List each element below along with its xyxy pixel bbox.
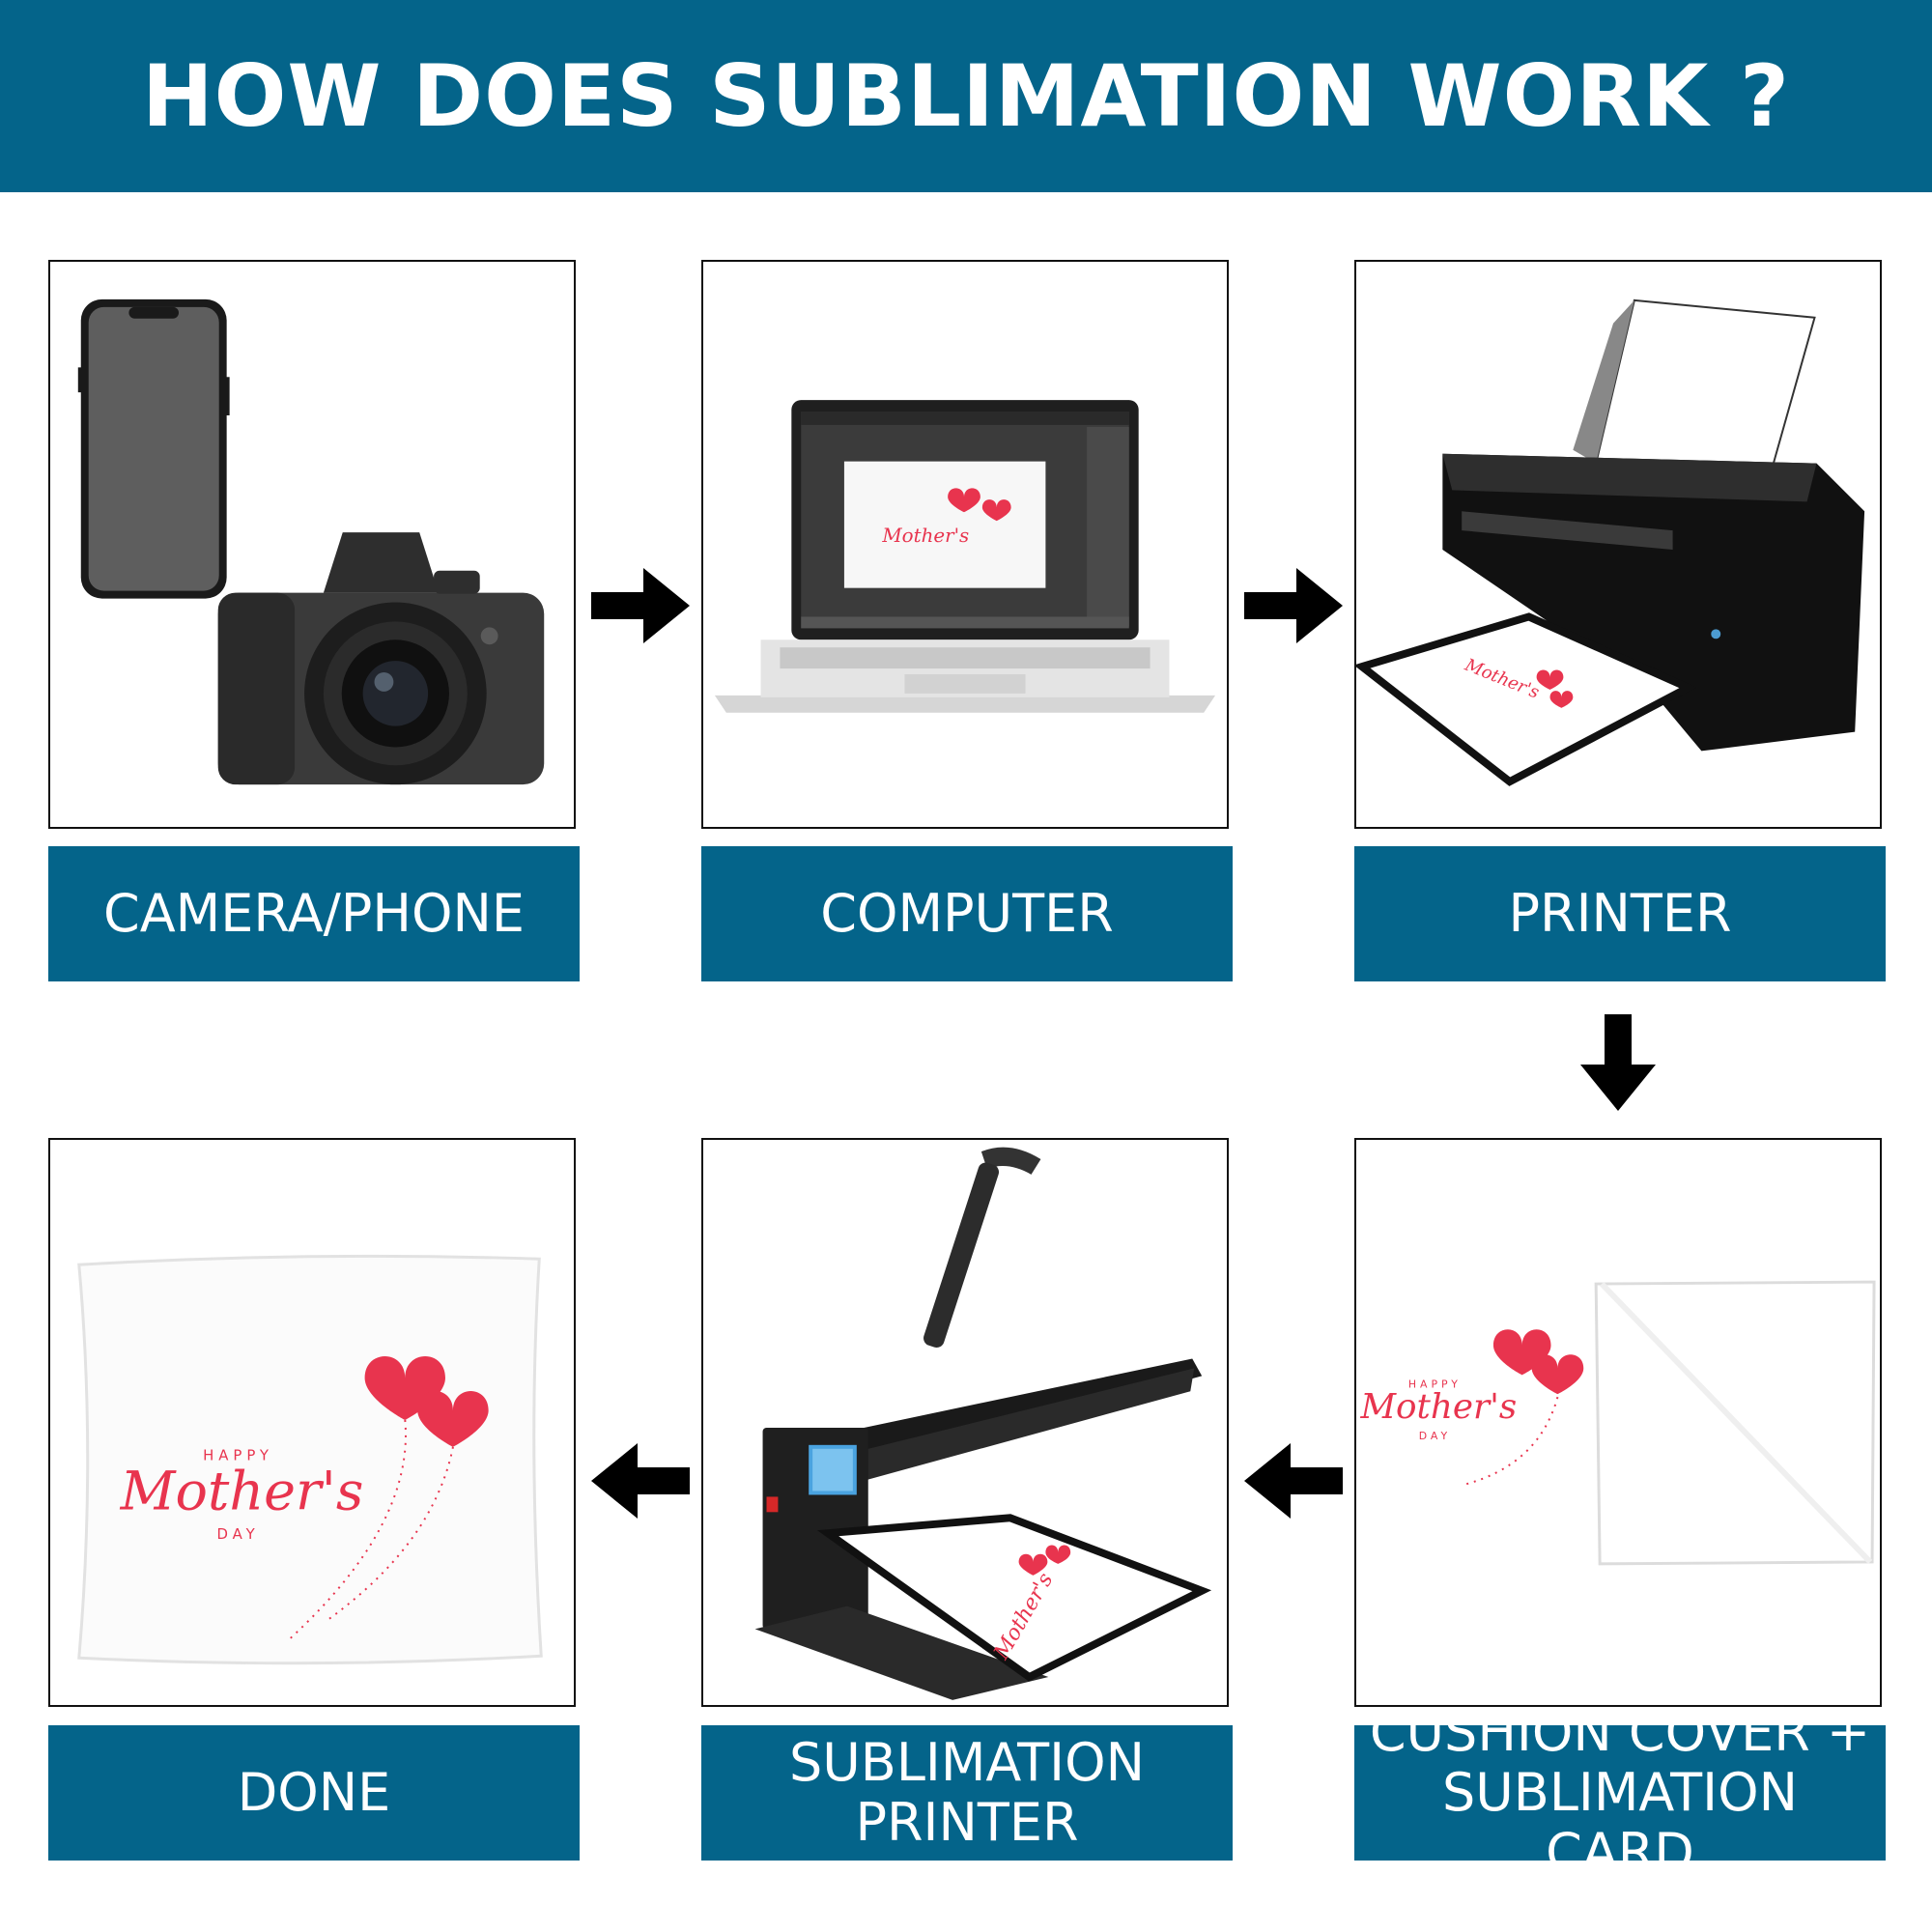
artwork-day-text: DAY <box>216 1525 259 1543</box>
finished-cushion-illustration: HAPPY Mother's DAY <box>77 1254 543 1665</box>
heart-balloon-icon <box>289 1356 489 1640</box>
artwork-happy-text: HAPPY <box>203 1447 273 1464</box>
step-label-cushion-cover: CUSHION COVER + SUBLIMATION CARD <box>1354 1703 1886 1883</box>
title-banner: HOW DOES SUBLIMATION WORK ? <box>0 0 1932 192</box>
artwork-script-text: Mother's <box>1359 1387 1517 1427</box>
cushion-cover-card: HAPPY Mother's DAY <box>1354 1138 1882 1707</box>
heart-balloon-icon <box>1536 669 1574 708</box>
blank-cushion-cover-icon <box>1594 1280 1876 1566</box>
camera-icon <box>217 532 545 785</box>
heart-balloon-icon <box>948 488 1011 522</box>
step-label-done: DONE <box>48 1725 580 1861</box>
arrow-left-icon <box>591 1443 690 1519</box>
arrow-right-icon <box>1244 568 1343 643</box>
sublimation-printer-card: Mother's <box>701 1138 1229 1707</box>
step-label-printer: PRINTER <box>1354 846 1886 981</box>
cushion-cover-illustration: HAPPY Mother's DAY <box>1359 1280 1876 1566</box>
step-label-camera-phone: CAMERA/PHONE <box>48 846 580 981</box>
screen-artwork <box>843 461 1046 588</box>
printer-icon <box>1356 298 1865 786</box>
phone-icon <box>77 298 230 599</box>
heart-balloon-icon <box>1018 1545 1071 1576</box>
artwork-happy-text: HAPPY <box>1408 1378 1462 1390</box>
laptop-icon <box>714 400 1216 713</box>
computer-card: Mother's <box>701 260 1229 829</box>
page-title: HOW DOES SUBLIMATION WORK ? <box>141 46 1791 146</box>
camera-phone-card <box>48 260 576 829</box>
heat-press-illustration: Mother's <box>754 1147 1212 1700</box>
arrow-left-icon <box>1244 1443 1343 1519</box>
artwork-day-text: DAY <box>1419 1430 1451 1442</box>
heat-press-icon <box>754 1147 1212 1700</box>
heart-balloon-icon <box>1461 1329 1584 1487</box>
laptop-illustration: Mother's <box>714 400 1216 713</box>
printer-card: Mother's <box>1354 260 1882 829</box>
artwork-script-text: Mother's <box>120 1460 364 1522</box>
printer-illustration: Mother's <box>1356 298 1865 786</box>
step-label-computer: COMPUTER <box>701 846 1233 981</box>
arrow-right-icon <box>591 568 690 643</box>
camera-phone-illustration <box>77 298 545 785</box>
step-label-sublimation-printer: SUBLIMATION PRINTER <box>701 1725 1233 1861</box>
artwork-script-text: Mother's <box>881 525 969 547</box>
arrow-down-icon <box>1580 1014 1656 1111</box>
done-card: HAPPY Mother's DAY <box>48 1138 576 1707</box>
